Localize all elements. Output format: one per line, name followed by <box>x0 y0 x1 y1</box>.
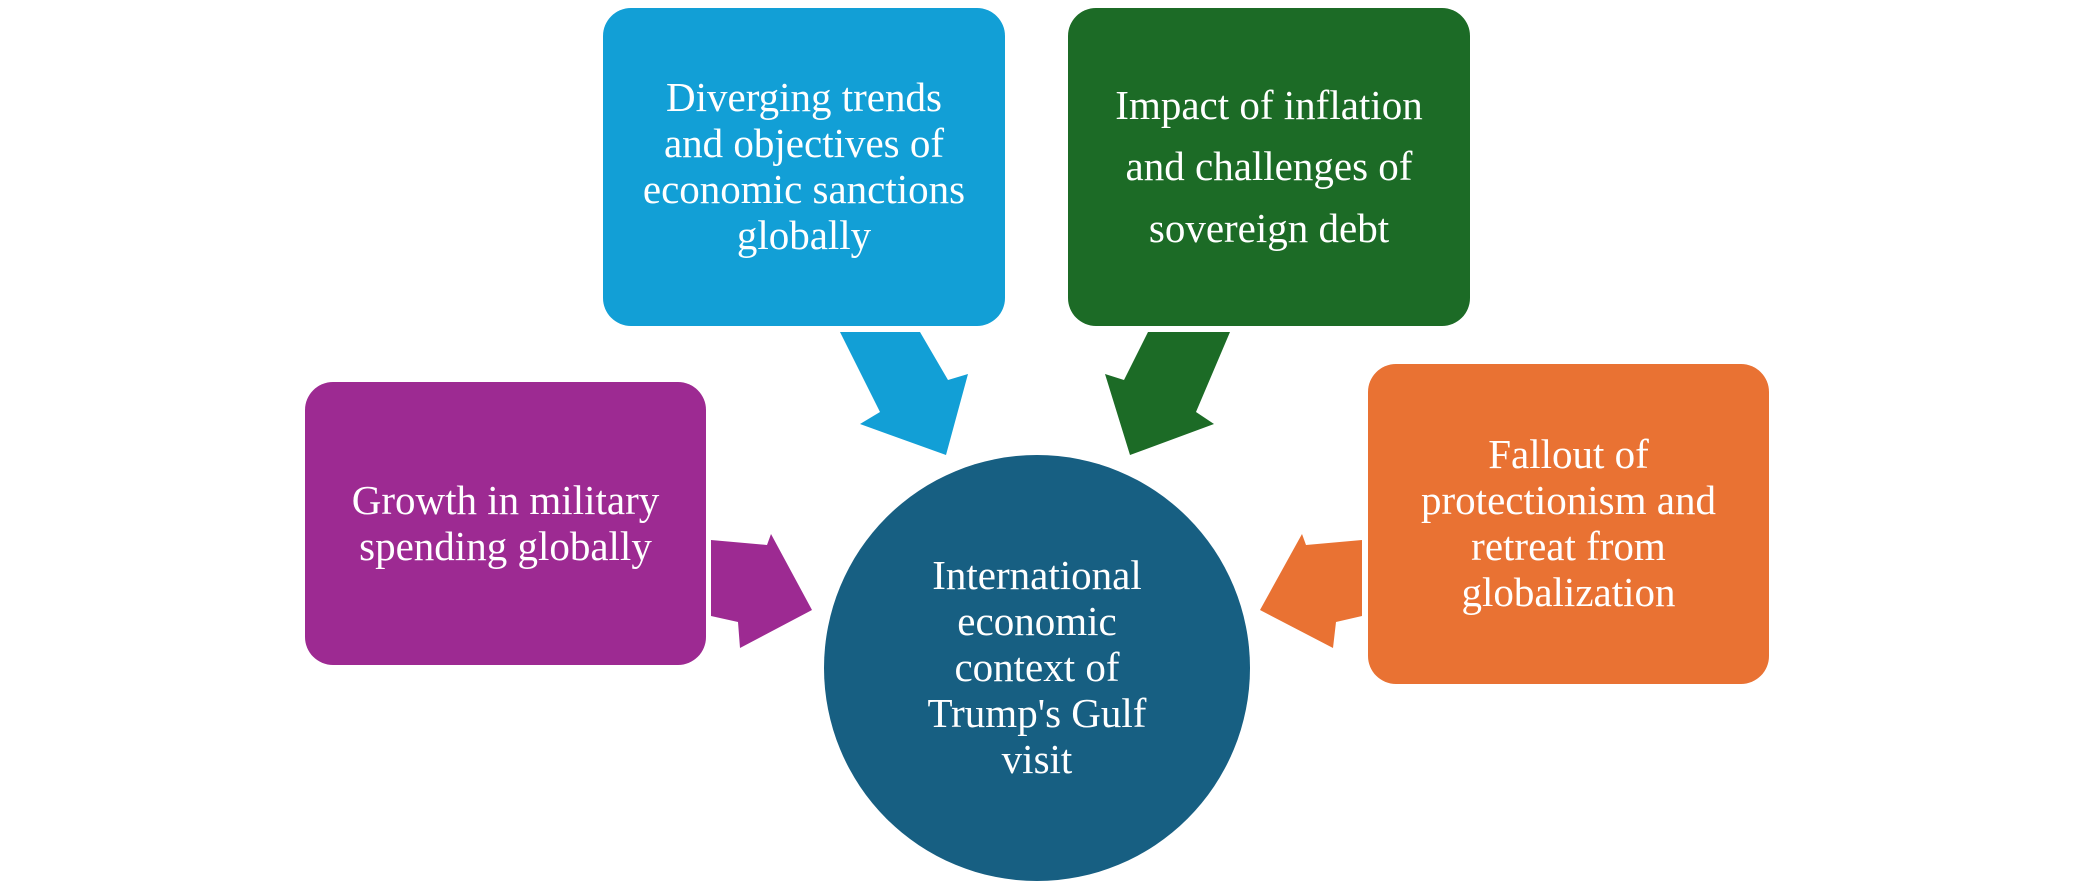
arrow-inflation-to-center <box>1105 332 1230 455</box>
center-circle: International economic context of Trump'… <box>824 455 1250 881</box>
factor-protectionism-box: Fallout of protectionism and retreat fro… <box>1368 364 1769 684</box>
factor-inflation-box: Impact of inflation and challenges of so… <box>1068 8 1470 326</box>
arrow-protectionism-to-center <box>1260 534 1362 648</box>
factor-military-label: Growth in military spending globally <box>351 476 660 569</box>
arrow-military-to-center <box>711 534 812 648</box>
factor-sanctions-box: Diverging trends and objectives of econo… <box>603 8 1005 326</box>
factor-sanctions-label: Diverging trends and objectives of econo… <box>642 74 966 258</box>
arrow-sanctions-to-center <box>840 332 968 455</box>
center-label: International economic context of Trump'… <box>927 552 1147 782</box>
factor-military-box: Growth in military spending globally <box>305 382 706 665</box>
factor-protectionism-label: Fallout of protectionism and retreat fro… <box>1421 431 1716 615</box>
factor-inflation-label: Impact of inflation and challenges of so… <box>1115 81 1423 251</box>
